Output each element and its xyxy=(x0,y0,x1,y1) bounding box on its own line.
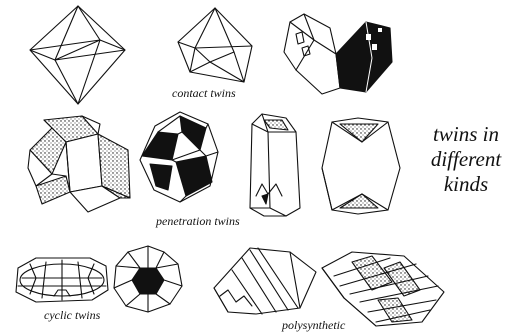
polysynthetic-prism-icon xyxy=(214,248,316,314)
heading-line-3: kinds xyxy=(410,172,522,197)
penetration-twin-pyritohedron-icon xyxy=(140,112,218,202)
octahedron-crystal-icon xyxy=(30,6,125,104)
cyclic-twins-label: cyclic twins xyxy=(44,308,100,323)
penetration-twins-label: penetration twins xyxy=(156,214,240,229)
contact-twin-prism-pair-icon xyxy=(284,14,392,94)
contact-twins-label: contact twins xyxy=(172,86,236,101)
cyclic-twin-sixling-icon xyxy=(114,246,182,312)
cyclic-twin-tabular-icon xyxy=(16,258,108,302)
heading-line-2: different xyxy=(410,147,522,172)
penetration-twin-hexagonal-icon xyxy=(322,118,400,214)
penetration-twin-prism-icon xyxy=(250,114,300,216)
contact-twin-octahedron-icon xyxy=(178,8,252,82)
penetration-twin-cubes-icon xyxy=(28,116,130,212)
polysynthetic-label: polysynthetic xyxy=(282,318,345,333)
heading-line-1: twins in xyxy=(410,122,522,147)
polysynthetic-rhomb-icon xyxy=(322,252,444,326)
